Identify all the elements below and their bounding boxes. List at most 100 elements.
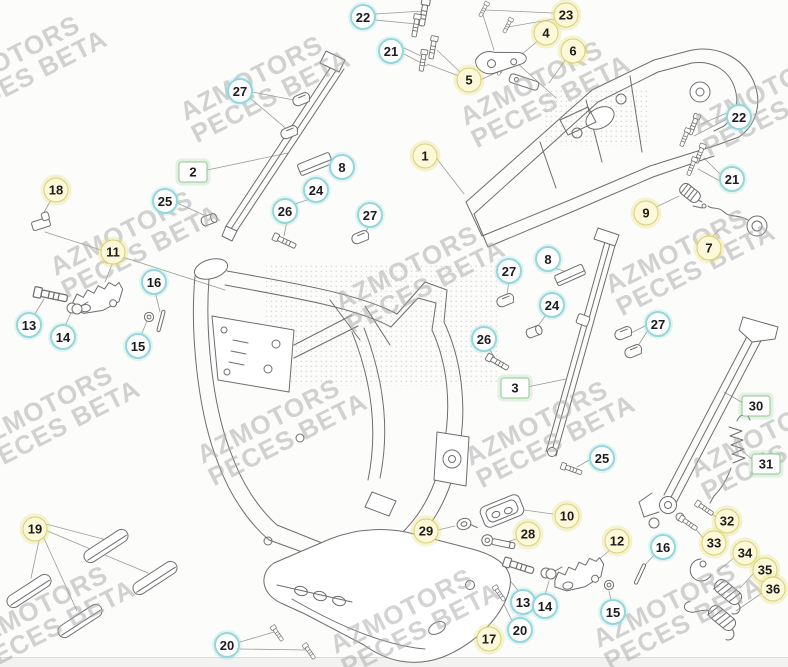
part-callout-14[interactable]: 14 xyxy=(50,324,76,350)
part-callout-4[interactable]: 4 xyxy=(533,20,559,46)
stand-switch-drawing xyxy=(692,197,768,237)
part-callout-label: 17 xyxy=(481,631,497,647)
part-callout-label: 3 xyxy=(511,380,519,396)
part-callout-26[interactable]: 26 xyxy=(272,198,298,224)
part-callout-18[interactable]: 18 xyxy=(43,177,69,203)
part-callout-label: 8 xyxy=(338,159,346,175)
part-callout-label: 6 xyxy=(569,43,577,59)
part-callout-label: 25 xyxy=(594,450,610,466)
part-callout-27[interactable]: 27 xyxy=(645,311,671,337)
part-callout-2[interactable]: 2 xyxy=(178,161,208,183)
main-frame-drawing xyxy=(192,258,498,563)
part-callout-13[interactable]: 13 xyxy=(510,589,536,615)
part-callout-1[interactable]: 1 xyxy=(412,143,438,169)
part-callout-8[interactable]: 8 xyxy=(329,154,355,180)
part-callout-31[interactable]: 31 xyxy=(751,453,781,475)
side-stand-drawing xyxy=(638,316,779,529)
part-callout-label: 22 xyxy=(731,109,747,125)
part-callout-6[interactable]: 6 xyxy=(560,38,586,64)
frame-guard-rear-drawing xyxy=(545,227,620,457)
part-callout-27[interactable]: 27 xyxy=(227,78,253,104)
part-callout-label: 36 xyxy=(765,581,781,597)
part-callout-20[interactable]: 20 xyxy=(507,617,533,643)
part-callout-label: 32 xyxy=(719,513,735,529)
frame-guard-front-drawing xyxy=(221,50,346,242)
part-callout-19[interactable]: 19 xyxy=(22,516,48,542)
part-callout-21[interactable]: 21 xyxy=(378,38,404,64)
part-callout-12[interactable]: 12 xyxy=(604,528,630,554)
part-callout-label: 29 xyxy=(418,523,434,539)
part-callout-label: 10 xyxy=(559,508,575,524)
part-callout-27[interactable]: 27 xyxy=(357,202,383,228)
part-callout-15[interactable]: 15 xyxy=(125,333,151,359)
part-callout-23[interactable]: 23 xyxy=(553,2,579,28)
part-callout-9[interactable]: 9 xyxy=(633,200,659,226)
rubber-pad-rear-drawing xyxy=(554,264,586,286)
bracket-4-drawing xyxy=(475,51,527,75)
rubber-strips-drawing xyxy=(6,528,178,639)
part-callout-label: 24 xyxy=(544,297,560,313)
part-callout-13[interactable]: 13 xyxy=(16,312,42,338)
part-callout-label: 35 xyxy=(757,562,773,578)
part-callout-5[interactable]: 5 xyxy=(456,67,482,93)
part-callout-34[interactable]: 34 xyxy=(732,540,758,566)
part-callout-7[interactable]: 7 xyxy=(696,235,722,261)
part-callout-label: 5 xyxy=(465,72,473,88)
elbow-fitting-drawing xyxy=(31,211,51,232)
part-callout-33[interactable]: 33 xyxy=(701,530,727,556)
part-callout-21[interactable]: 21 xyxy=(719,166,745,192)
part-callout-label: 22 xyxy=(355,9,371,25)
part-callout-8[interactable]: 8 xyxy=(535,246,561,272)
part-callout-label: 21 xyxy=(383,43,399,59)
part-callout-label: 14 xyxy=(55,329,71,345)
part-callout-label: 23 xyxy=(558,7,574,23)
part-callout-label: 15 xyxy=(605,604,621,620)
part-callout-16[interactable]: 16 xyxy=(141,269,167,295)
part-callout-28[interactable]: 28 xyxy=(515,521,541,547)
part-callout-label: 27 xyxy=(362,207,378,223)
part-callout-label: 27 xyxy=(650,316,666,332)
part-callout-32[interactable]: 32 xyxy=(714,508,740,534)
part-callout-20[interactable]: 20 xyxy=(214,632,240,658)
part-callout-label: 33 xyxy=(706,535,722,551)
part-callout-14[interactable]: 14 xyxy=(532,593,558,619)
part-callout-label: 21 xyxy=(724,171,740,187)
part-callout-label: 15 xyxy=(130,338,146,354)
stand-return-spring-2-drawing xyxy=(683,601,739,641)
part-callout-11[interactable]: 11 xyxy=(100,239,126,265)
part-callout-label: 30 xyxy=(748,398,764,414)
part-callout-label: 14 xyxy=(537,598,553,614)
part-callout-29[interactable]: 29 xyxy=(413,518,439,544)
part-callout-16[interactable]: 16 xyxy=(650,534,676,560)
part-callout-15[interactable]: 15 xyxy=(600,599,626,625)
part-callout-3[interactable]: 3 xyxy=(500,377,530,399)
part-callout-25[interactable]: 25 xyxy=(152,188,178,214)
part-callout-24[interactable]: 24 xyxy=(303,177,329,203)
part-callout-36[interactable]: 36 xyxy=(760,576,786,602)
part-callout-10[interactable]: 10 xyxy=(554,503,580,529)
part-callout-label: 24 xyxy=(308,182,324,198)
rubber-pad-front-drawing xyxy=(297,152,333,176)
part-callout-22[interactable]: 22 xyxy=(350,4,376,30)
part-callout-label: 4 xyxy=(542,25,550,41)
part-callout-22[interactable]: 22 xyxy=(726,104,752,130)
part-callout-24[interactable]: 24 xyxy=(539,292,565,318)
part-callout-label: 13 xyxy=(21,317,37,333)
part-callout-25[interactable]: 25 xyxy=(589,445,615,471)
bracket-10-drawing xyxy=(479,494,525,528)
part-callout-30[interactable]: 30 xyxy=(741,395,771,417)
part-callout-label: 26 xyxy=(277,203,293,219)
part-callout-label: 8 xyxy=(544,251,552,267)
part-callout-26[interactable]: 26 xyxy=(471,326,497,352)
part-callout-label: 16 xyxy=(146,274,162,290)
part-callout-label: 28 xyxy=(520,526,536,542)
part-callout-label: 13 xyxy=(515,594,531,610)
rear-subframe-drawing xyxy=(465,48,759,248)
part-callout-label: 19 xyxy=(27,521,43,537)
part-callout-27[interactable]: 27 xyxy=(496,258,522,284)
part-callout-label: 34 xyxy=(737,545,753,561)
part-callout-17[interactable]: 17 xyxy=(476,626,502,652)
